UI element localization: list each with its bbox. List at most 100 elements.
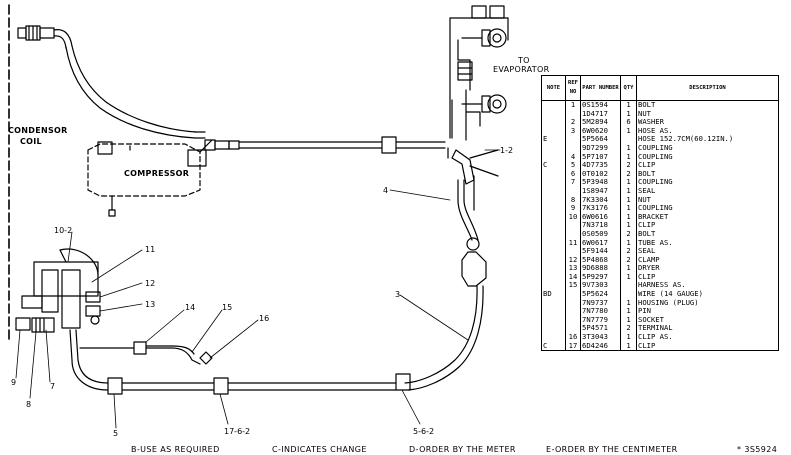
table-cell-note: [541, 195, 566, 205]
table-cell-ref: 6: [565, 169, 581, 179]
table-cell-note: [541, 315, 566, 325]
table-cell-ref: 15: [565, 281, 581, 291]
table-cell-part: 5P9297: [580, 272, 621, 282]
table-cell-ref: 13: [565, 264, 581, 273]
table-cell-note: BD: [541, 290, 566, 299]
table-cell-note: [541, 169, 566, 179]
table-cell-part: 6W0617: [580, 238, 621, 248]
table-cell-part: 7N7780: [580, 307, 621, 316]
table-cell-qty: 1: [620, 264, 637, 273]
evaporator-label: EVAPORATOR: [493, 65, 550, 74]
table-cell-part: 7N7779: [580, 315, 621, 325]
parts-table-header: NOTE REF NO PART NUMBER QTY DESCRIPTION: [541, 75, 779, 101]
table-cell-note: [541, 100, 566, 110]
table-cell-desc: SEAL: [636, 186, 779, 196]
callout-7: 7: [50, 382, 56, 391]
table-cell-qty: 2: [620, 229, 637, 239]
table-cell-desc: HARNESS AS.: [636, 281, 779, 291]
table-cell-desc: SOCKET: [636, 315, 779, 325]
callout-5: 5: [113, 429, 119, 438]
table-cell-desc: TUBE AS.: [636, 238, 779, 248]
table-cell-qty: 1: [620, 109, 637, 119]
table-cell-note: [541, 281, 566, 291]
table-cell-qty: 6: [620, 118, 637, 127]
table-cell-part: 1S8947: [580, 186, 621, 196]
table-cell-desc: CLIP AS.: [636, 333, 779, 342]
header-note: NOTE: [541, 75, 566, 101]
callout-16: 16: [259, 314, 270, 323]
table-cell-qty: 1: [620, 221, 637, 230]
table-cell-note: [541, 109, 566, 119]
table-cell-part: 5M2894: [580, 118, 621, 127]
table-cell-desc: HOUSING (PLUG): [636, 298, 779, 308]
table-cell-desc: BOLT: [636, 229, 779, 239]
table-cell-part: 5F9144: [580, 247, 621, 256]
table-cell-part: 0S1594: [580, 100, 621, 110]
table-cell-ref: [565, 298, 581, 308]
callout-5-6-2: 5-6-2: [413, 427, 435, 436]
table-cell-note: [541, 204, 566, 213]
table-cell-qty: 1: [620, 126, 637, 136]
hose-3: [69, 285, 484, 395]
table-cell-part: 7K3176: [580, 204, 621, 213]
table-cell-desc: COUPLING: [636, 204, 779, 213]
table-cell-ref: [565, 315, 581, 325]
table-cell-desc: WASHER: [636, 118, 779, 127]
table-cell-qty: [620, 290, 637, 299]
callout-4: 4: [383, 186, 389, 195]
callout-11: 11: [145, 245, 156, 254]
callout-14: 14: [185, 303, 196, 312]
callout-17-6-2: 17-6-2: [224, 427, 251, 436]
footer-d-note: D-ORDER BY THE METER: [409, 445, 516, 454]
table-cell-ref: [565, 229, 581, 239]
callout-13: 13: [145, 300, 156, 309]
top-left-fitting: [17, 25, 73, 49]
table-cell-note: [541, 212, 566, 222]
leader-lines: [15, 149, 501, 429]
table-cell-note: [541, 221, 566, 230]
footer-c-note: C-INDICATES CHANGE: [272, 445, 367, 454]
table-cell-desc: SEAL: [636, 247, 779, 256]
table-cell-desc: COUPLING: [636, 178, 779, 187]
table-cell-note: E: [541, 135, 566, 144]
header-description: DESCRIPTION: [636, 75, 779, 101]
table-cell-note: [541, 238, 566, 248]
table-cell-qty: 1: [620, 152, 637, 162]
table-cell-qty: 1: [620, 212, 637, 222]
harness: [79, 341, 213, 365]
table-cell-ref: 4: [565, 152, 581, 162]
table-cell-ref: [565, 307, 581, 316]
table-cell-desc: HOSE AS.: [636, 126, 779, 136]
table-cell-desc: COUPLING: [636, 143, 779, 153]
upper-hose: [65, 45, 206, 139]
table-cell-desc: CLAMP: [636, 255, 779, 265]
table-cell-part: 6D4246: [580, 341, 621, 352]
table-cell-ref: 11: [565, 238, 581, 248]
table-cell-desc: CLIP: [636, 272, 779, 282]
callout-12: 12: [145, 279, 156, 288]
table-cell-part: 4D7735: [580, 161, 621, 170]
table-cell-note: [541, 333, 566, 342]
table-cell-note: [541, 229, 566, 239]
table-cell-note: [541, 178, 566, 187]
table-cell-qty: [620, 135, 637, 144]
table-cell-desc: NUT: [636, 195, 779, 205]
table-cell-part: 5P3948: [580, 178, 621, 187]
table-cell-desc: WIRE (14 GAUGE): [636, 290, 779, 299]
table-cell-ref: 3: [565, 126, 581, 136]
table-cell-qty: 1: [620, 341, 637, 352]
